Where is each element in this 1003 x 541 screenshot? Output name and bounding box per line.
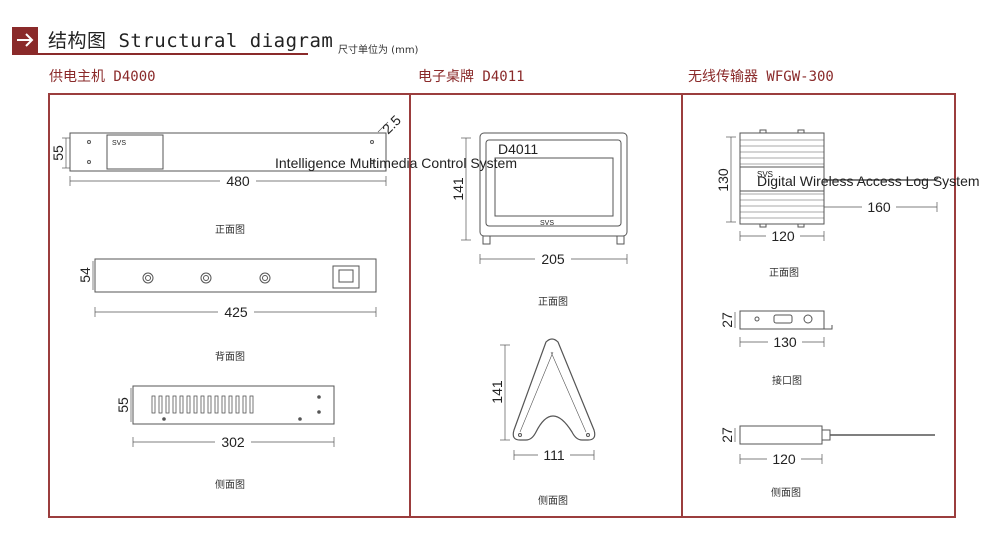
section-title-d4011: 电子桌牌 D4011 bbox=[418, 69, 525, 85]
arrow-right-icon bbox=[12, 27, 38, 53]
dim-d4000-back-height: 54 bbox=[77, 267, 93, 283]
d4000-back-body bbox=[94, 258, 377, 293]
column-divider-2 bbox=[681, 93, 683, 518]
heat-sink-fins bbox=[740, 139, 824, 219]
caption-d4011-side: 侧面图 bbox=[538, 496, 568, 507]
rack-hole bbox=[370, 140, 374, 144]
dim-wfgw-front-height: 130 bbox=[715, 168, 731, 192]
connector-port bbox=[142, 272, 154, 284]
dim-d4011-front-height: 141 bbox=[450, 177, 466, 201]
dim-wfgw-side-width: 120 bbox=[772, 451, 796, 467]
dim-d4011-front-width: 205 bbox=[541, 251, 565, 267]
d4011-screen bbox=[494, 157, 614, 217]
dim-wfgw-side-height: 27 bbox=[719, 427, 735, 443]
dim-d4000-front-height: 55 bbox=[50, 145, 66, 161]
serial-port bbox=[773, 314, 793, 324]
connector-port bbox=[259, 272, 271, 284]
screen-model-text: D4011 bbox=[498, 141, 538, 157]
dim-wfgw-antenna-length: 160 bbox=[867, 199, 891, 215]
caption-wfgw-interface: 接口图 bbox=[772, 376, 802, 387]
column-divider-1 bbox=[409, 93, 411, 518]
dim-d4000-side-height: 55 bbox=[115, 397, 131, 413]
rack-hole bbox=[87, 140, 91, 144]
caption-d4000-back: 背面图 bbox=[215, 352, 245, 363]
d4011-side-view bbox=[500, 338, 596, 460]
caption-wfgw-front: 正面图 bbox=[769, 268, 799, 279]
section-title-wfgw300: 无线传输器 WFGW-300 bbox=[688, 69, 834, 85]
ventilation-slots bbox=[151, 395, 254, 414]
d4011-stand-profile bbox=[512, 338, 596, 441]
dim-wfgw-interface-width: 130 bbox=[773, 334, 797, 350]
dim-d4000-front-width: 480 bbox=[226, 173, 250, 189]
panel-text: Digital Wireless Access Log System bbox=[757, 173, 980, 189]
section-title-d4000: 供电主机 D4000 bbox=[49, 69, 156, 85]
diagram-frame bbox=[48, 93, 956, 518]
dim-wfgw-front-width: 120 bbox=[771, 228, 795, 244]
wfgw-interface-body bbox=[739, 310, 825, 330]
caption-d4011-front: 正面图 bbox=[538, 297, 568, 308]
svs-logo-text: SVS bbox=[540, 220, 554, 227]
wfgw-side-view bbox=[734, 425, 935, 464]
d4000-side-body bbox=[132, 385, 335, 425]
wfgw-side-body bbox=[739, 425, 823, 445]
svs-logo-text: SVS bbox=[757, 170, 773, 179]
d4011-body bbox=[479, 132, 628, 237]
d4000-back-view bbox=[92, 258, 377, 317]
caption-d4000-side: 侧面图 bbox=[215, 480, 245, 491]
svs-logo-text: SVS bbox=[112, 140, 126, 147]
power-socket bbox=[332, 265, 360, 289]
wfgw-label-band bbox=[739, 166, 825, 192]
rack-hole bbox=[370, 160, 374, 164]
title-underline bbox=[12, 53, 308, 55]
dim-d4011-side-height: 141 bbox=[489, 380, 505, 404]
d4011-front-view bbox=[461, 132, 628, 264]
wfgw-antenna bbox=[824, 177, 939, 181]
rack-hole bbox=[87, 160, 91, 164]
caption-d4000-front: 正面图 bbox=[215, 225, 245, 236]
caption-wfgw-side: 侧面图 bbox=[771, 488, 801, 499]
wfgw-front-view bbox=[726, 129, 939, 241]
panel-text: Intelligence Multimedia Control System bbox=[275, 155, 517, 171]
units-note: 尺寸单位为 (mm) bbox=[338, 45, 419, 56]
dim-d4011-side-width: 111 bbox=[543, 447, 564, 463]
dc-port bbox=[803, 314, 813, 324]
d4000-front-body bbox=[69, 132, 387, 172]
d4000-front-label-panel bbox=[106, 134, 164, 170]
dim-wfgw-interface-height: 27 bbox=[719, 312, 735, 328]
dim-d4000-back-width: 425 bbox=[224, 304, 248, 320]
dim-d4000-side-width: 302 bbox=[221, 434, 245, 450]
page-title: 结构图 Structural diagram bbox=[48, 30, 334, 52]
connector-port bbox=[200, 272, 212, 284]
